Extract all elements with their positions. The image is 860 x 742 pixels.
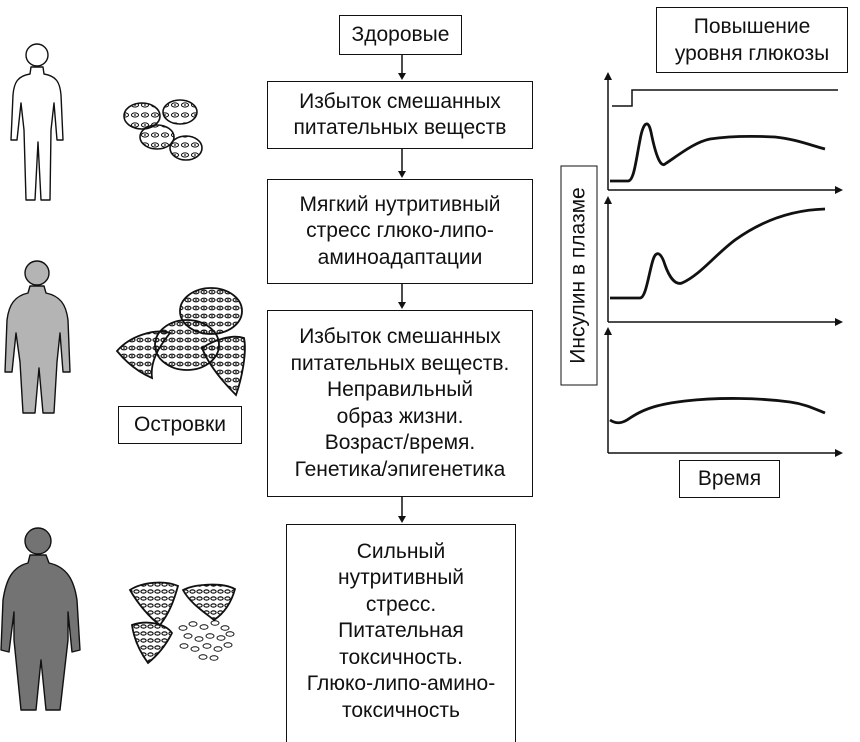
adapted-islets-icon bbox=[117, 288, 245, 395]
x-axis-label-box: Время bbox=[679, 460, 780, 498]
glucose-label-line: Повышение bbox=[675, 13, 829, 40]
flow-text-line: стресс глюко-липо- bbox=[299, 218, 500, 245]
insulin-curve-failing bbox=[610, 398, 825, 422]
islets-label-box: Островки bbox=[118, 406, 242, 444]
flow-text-line: токсичность bbox=[307, 698, 495, 725]
insulin-curve-adapted bbox=[610, 209, 825, 298]
islets-label: Островки bbox=[134, 412, 226, 439]
healthy-islets-icon bbox=[124, 100, 202, 160]
flow-text-line: Питательная bbox=[307, 618, 495, 645]
insulin-curve-healthy bbox=[610, 124, 825, 181]
flow-text-line: Мягкий нутритивный bbox=[299, 192, 500, 219]
flow-text-line: токсичность. bbox=[307, 645, 495, 672]
graph-axes-failing bbox=[604, 327, 843, 457]
flow-text-line: Избыток смешанных bbox=[294, 89, 507, 116]
glucose-label-box: Повышение уровня глюкозы bbox=[656, 7, 848, 73]
flow-text-line: Неправильный bbox=[291, 377, 510, 404]
flow-box-risk-factors: Избыток смешанных питательных веществ. Н… bbox=[267, 310, 533, 497]
flow-text-line: Возраст/время. bbox=[291, 430, 510, 457]
flow-box-healthy-text: Здоровые bbox=[352, 22, 450, 49]
flow-box-nutrient-excess: Избыток смешанных питательных веществ bbox=[267, 81, 533, 149]
healthy-person-icon bbox=[11, 44, 63, 200]
y-axis-label: Инсулин в плазме bbox=[566, 187, 593, 363]
flow-text-line: Генетика/эпигенетика bbox=[291, 457, 510, 484]
graph-axes-adapted bbox=[604, 196, 843, 326]
flow-text-line: образ жизни. bbox=[291, 404, 510, 431]
obese-person-icon bbox=[1, 528, 80, 710]
glucose-label-line: уровня глюкозы bbox=[675, 40, 829, 67]
flow-box-healthy: Здоровые bbox=[339, 15, 462, 55]
flow-text-line: нутритивный bbox=[307, 565, 495, 592]
y-axis-label-box: Инсулин в плазме bbox=[561, 166, 598, 386]
glucose-step-line bbox=[612, 90, 838, 106]
flow-text-line: питательных веществ. bbox=[291, 351, 510, 378]
flow-text-line: Глюко-липо-амино- bbox=[307, 671, 495, 698]
failing-islets-icon bbox=[130, 583, 235, 663]
flow-text-line: Избыток смешанных bbox=[291, 324, 510, 351]
flow-text-line: питательных веществ bbox=[294, 115, 507, 142]
flow-text-line: аминоадаптации bbox=[299, 245, 500, 272]
overweight-person-icon bbox=[5, 261, 70, 413]
flow-box-severe-stress: Сильный нутритивный стресс. Питательная … bbox=[286, 524, 516, 742]
x-axis-label: Время bbox=[698, 466, 761, 493]
insulin-graphs bbox=[604, 72, 843, 457]
flow-text-line: Сильный bbox=[307, 539, 495, 566]
flow-box-mild-stress: Мягкий нутритивный стресс глюко-липо- ам… bbox=[267, 179, 533, 284]
cell-debris-icon bbox=[179, 621, 234, 661]
flow-text-line: стресс. bbox=[307, 592, 495, 619]
